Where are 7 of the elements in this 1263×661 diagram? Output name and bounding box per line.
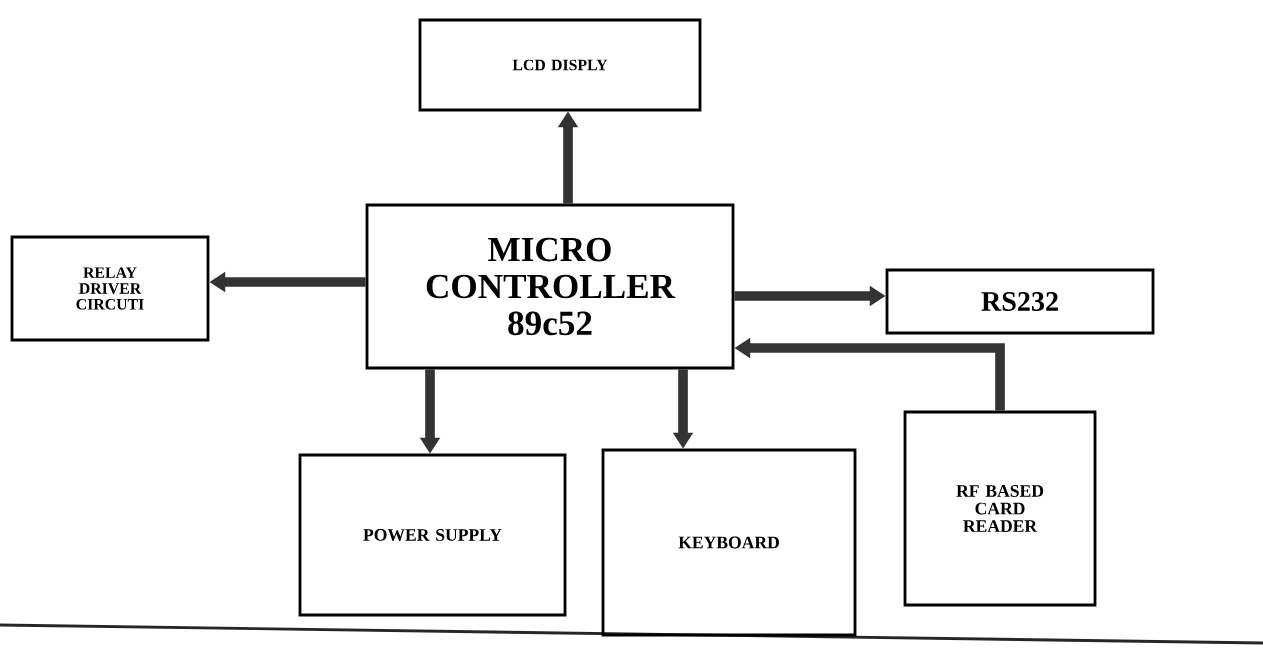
- block-box: MICRO CONTROLLER 89c52: [365, 203, 735, 370]
- block-box: LCD DISPLY: [418, 18, 702, 112]
- block-box: RS232: [885, 268, 1155, 335]
- block-box: POWER SUPPLY: [298, 453, 567, 617]
- block-box: RF BASED CARD READER: [903, 410, 1097, 607]
- block-box: KEYBOARD: [601, 448, 857, 637]
- block-box: RELAY DRIVER CIRCUTI: [10, 235, 210, 342]
